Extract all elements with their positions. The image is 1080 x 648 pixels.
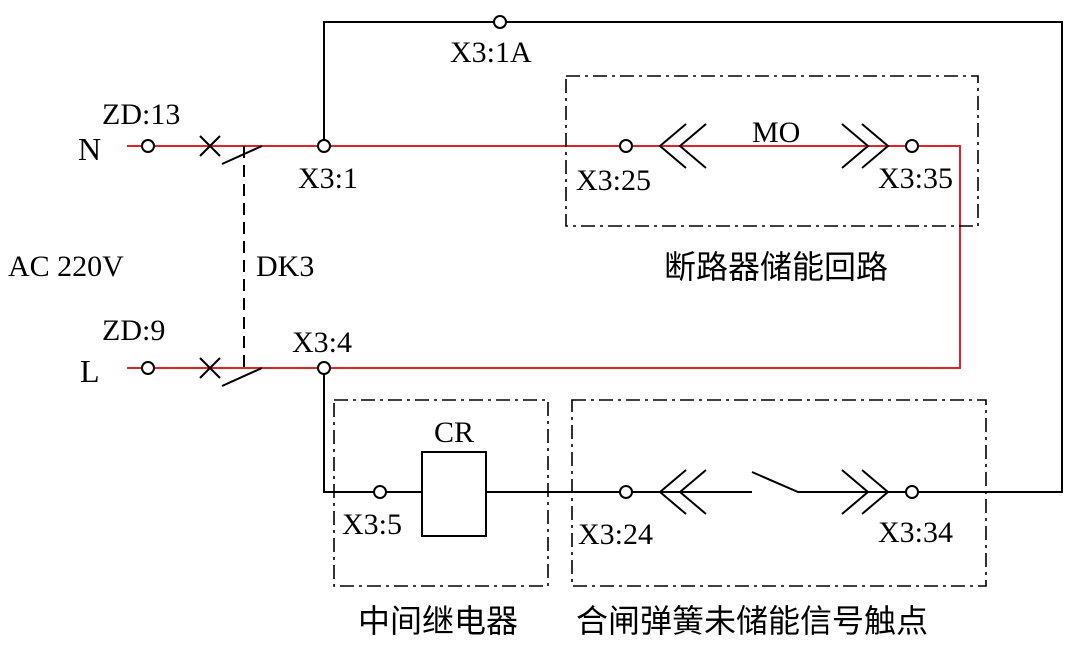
- caption-relay: 中间继电器: [358, 602, 518, 640]
- mo-connector-left: [658, 123, 707, 169]
- terminal-x3-1a: [493, 15, 507, 29]
- label-x3-1a: X3:1A: [450, 36, 532, 69]
- terminal-zd13: [141, 139, 155, 153]
- terminal-x3-25: [619, 139, 633, 153]
- n-line-wire: [127, 145, 961, 369]
- label-zd9: ZD:9: [102, 314, 165, 347]
- label-zd13: ZD:13: [102, 98, 180, 131]
- label-mo: MO: [752, 116, 800, 149]
- relay-coil: [421, 451, 487, 537]
- spring-contact-blade: [751, 471, 912, 493]
- spring-contact-box: [571, 399, 987, 587]
- label-x3-4: X3:4: [292, 326, 352, 359]
- storage-circuit-box: [565, 75, 979, 227]
- label-ac: AC 220V: [8, 250, 124, 283]
- terminal-x3-35: [905, 139, 919, 153]
- caption-spring-contact: 合闸弹簧未储能信号触点: [576, 602, 928, 640]
- mo-connector-right: [841, 123, 890, 169]
- terminal-x3-4: [317, 361, 331, 375]
- label-dk3: DK3: [256, 250, 314, 283]
- breaker-n: [199, 135, 263, 165]
- relay-box: [333, 399, 549, 587]
- terminal-zd9: [141, 361, 155, 375]
- x3-4-lower-wire: [323, 368, 750, 493]
- label-l: L: [80, 353, 100, 389]
- label-n: N: [78, 131, 101, 167]
- top-return-wire: [323, 21, 1063, 493]
- terminal-x3-24: [619, 485, 633, 499]
- label-x3-24: X3:24: [578, 518, 653, 551]
- terminal-x3-5: [373, 485, 387, 499]
- label-cr: CR: [434, 416, 474, 449]
- label-x3-25: X3:25: [576, 164, 651, 197]
- terminal-x3-1: [317, 139, 331, 153]
- label-x3-35: X3:35: [878, 162, 953, 195]
- label-x3-5: X3:5: [342, 508, 402, 541]
- spring-connector-left: [658, 469, 707, 515]
- breaker-l: [199, 357, 263, 387]
- label-x3-34: X3:34: [878, 516, 953, 549]
- terminal-x3-34: [905, 485, 919, 499]
- label-x3-1: X3:1: [298, 162, 358, 195]
- spring-connector-right: [841, 469, 890, 515]
- caption-storage-circuit: 断路器储能回路: [664, 248, 888, 286]
